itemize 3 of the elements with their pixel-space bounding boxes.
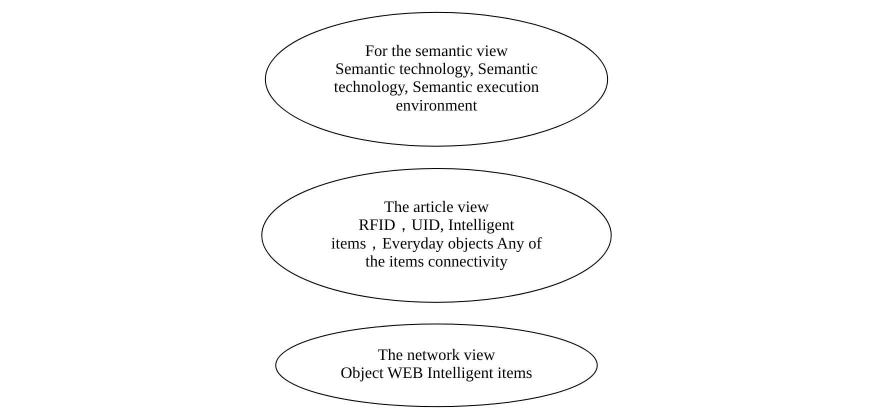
node-ellipse: The network view Object WEB Intelligent items	[274, 324, 598, 408]
node-ellipse: The article view RFID，UID, Intelligent items，Everyday objects Any of the items connectivity	[260, 168, 612, 303]
node-ellipse: For the semantic view Semantic technology, Semantic technology, Semantic execution environment	[264, 12, 608, 147]
